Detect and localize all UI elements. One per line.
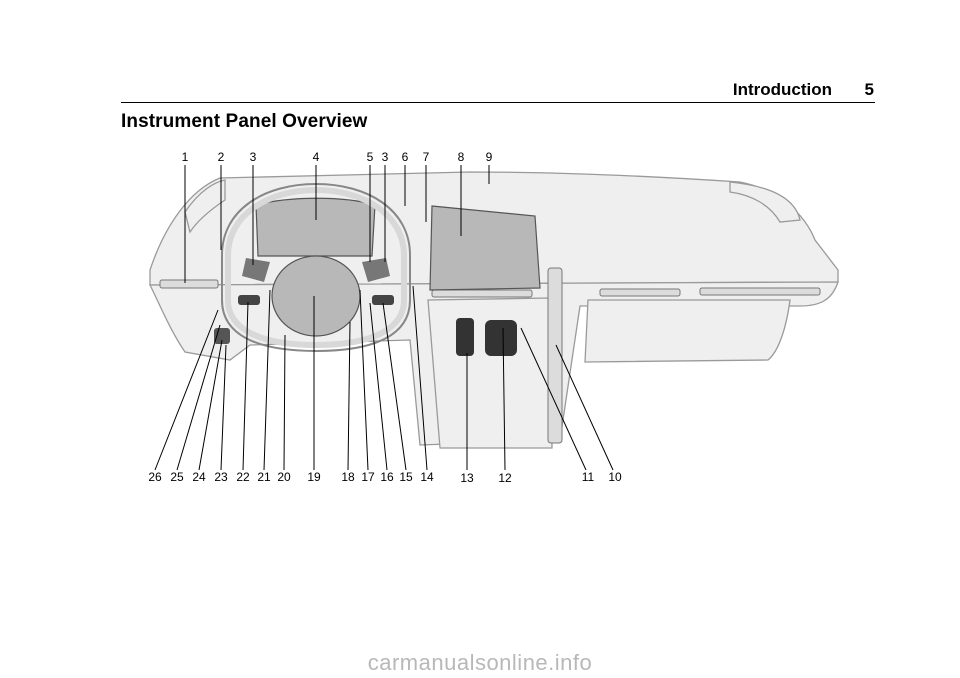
air-vents — [159, 267, 821, 444]
left-pillar — [184, 179, 226, 234]
callout-23: 23 — [214, 470, 228, 484]
callout-15: 15 — [399, 470, 413, 484]
top-callouts: 1 2 3 4 5 3 6 7 8 9 — [182, 150, 493, 164]
callout-8: 8 — [458, 150, 465, 164]
wheel-hub — [271, 255, 361, 337]
callout-18: 18 — [341, 470, 355, 484]
callout-13: 13 — [460, 471, 474, 485]
callout-17: 17 — [361, 470, 375, 484]
callout-20: 20 — [277, 470, 291, 484]
section-title: Introduction — [732, 80, 832, 99]
right-paddle — [362, 258, 390, 282]
callout-11: 11 — [582, 470, 595, 484]
callout-14: 14 — [420, 470, 434, 484]
left-vent — [159, 279, 219, 289]
right-vent-1 — [599, 288, 681, 297]
wheel-rim-outline — [221, 182, 411, 353]
callout-25: 25 — [170, 470, 184, 484]
callout-leaders — [154, 165, 614, 471]
callout-9: 9 — [486, 150, 493, 164]
callout-2: 2 — [218, 150, 225, 164]
watermark: carmanualsonline.info — [367, 650, 593, 675]
callout-21: 21 — [257, 470, 271, 484]
callout-7: 7 — [423, 150, 430, 164]
right-vent-top — [729, 181, 801, 223]
bottom-callouts: 26 25 24 23 22 21 20 19 18 17 16 15 14 1… — [148, 470, 622, 485]
left-spoke-controls — [238, 295, 260, 305]
infotainment-screen — [429, 205, 541, 291]
callout-12: 12 — [498, 471, 512, 485]
callout-19: 19 — [307, 470, 321, 484]
console-knob — [456, 318, 474, 356]
page-title: Instrument Panel Overview — [121, 111, 368, 132]
right-vent-2 — [699, 287, 821, 296]
left-paddle — [242, 258, 270, 282]
callout-6: 6 — [402, 150, 409, 164]
callout-16: 16 — [380, 470, 394, 484]
right-spoke-controls — [372, 295, 394, 305]
steering-wheel — [221, 182, 411, 353]
header-rule — [121, 102, 875, 103]
callout-22: 22 — [236, 470, 250, 484]
callout-3: 3 — [250, 150, 257, 164]
glove-box — [584, 299, 791, 363]
side-vent — [547, 267, 563, 444]
page-number: 5 — [864, 80, 874, 99]
callout-1: 1 — [182, 150, 189, 164]
center-vent — [431, 289, 533, 298]
callout-3b: 3 — [382, 150, 389, 164]
callout-10: 10 — [608, 470, 622, 484]
callout-5: 5 — [367, 150, 374, 164]
callout-26: 26 — [148, 470, 162, 484]
drive-mode-selector — [485, 320, 517, 356]
wheel-rim — [225, 186, 407, 349]
callout-24: 24 — [192, 470, 206, 484]
instrument-cluster — [255, 197, 376, 257]
callout-4: 4 — [313, 150, 320, 164]
